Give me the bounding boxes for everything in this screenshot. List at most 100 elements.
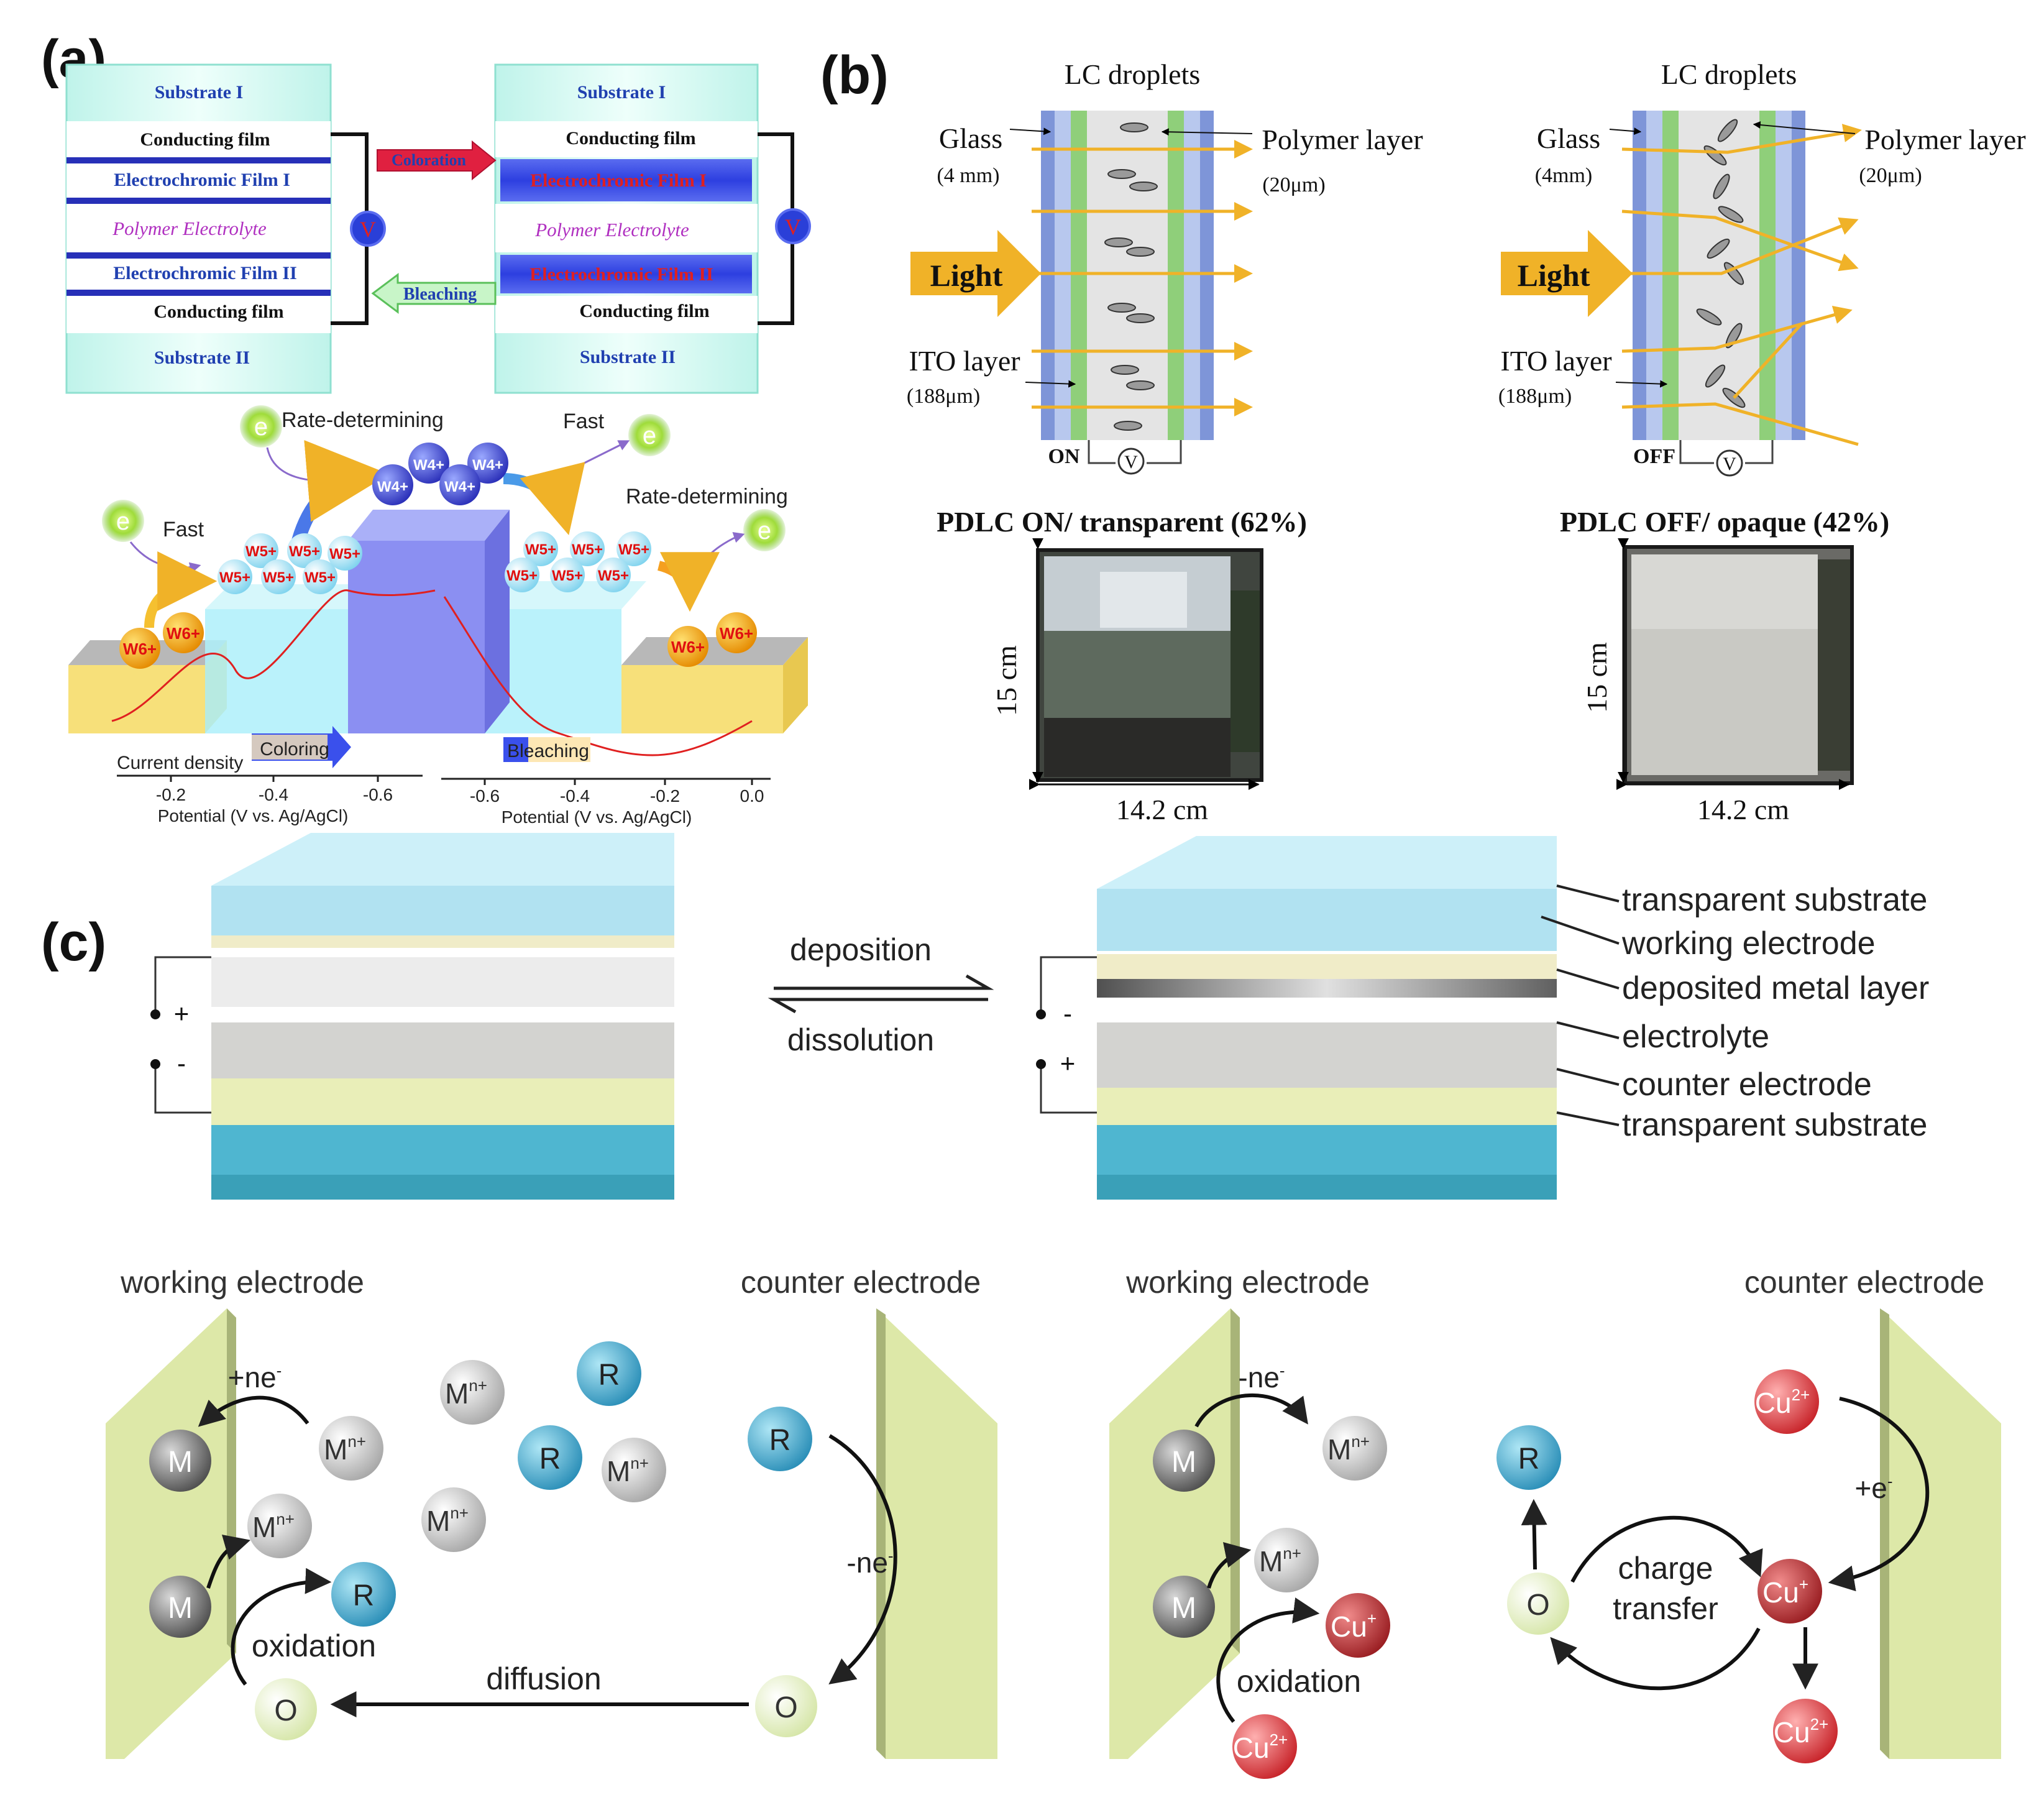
tick-label: -0.4	[560, 786, 590, 806]
metal-ion: Mn+	[602, 1438, 666, 1502]
svg-text:W5+: W5+	[219, 569, 250, 586]
w6-ion: W6+	[667, 626, 708, 667]
oxidation-arrow-small	[1207, 1542, 1252, 1589]
conducting-film-label: Conducting film	[140, 129, 270, 150]
svg-text:M: M	[1171, 1446, 1196, 1479]
width-dimension: 14.2 cm	[1697, 794, 1789, 825]
metal-atom: M	[149, 1576, 211, 1638]
w5-ion: W5+	[328, 536, 362, 571]
oxidation-arrow-top	[1194, 1394, 1308, 1428]
polymer-dim-label: (20μm)	[1859, 164, 1922, 187]
pdlc-cell-off: V	[1621, 111, 1862, 477]
svg-text:M: M	[168, 1446, 193, 1479]
svg-text:Cu+: Cu+	[1762, 1575, 1808, 1609]
w6-ion: W6+	[163, 612, 204, 653]
w5-ion: W5+	[616, 531, 651, 566]
svg-text:Mn+: Mn+	[324, 1432, 366, 1466]
ec-film-i-label: Electrochromic Film I	[114, 170, 290, 190]
svg-text:W4+: W4+	[472, 457, 503, 474]
coloration-arrow	[377, 140, 497, 181]
pdlc-off-caption: PDLC OFF/ opaque (42%)	[1560, 506, 1889, 538]
metal-ion: Mn+	[319, 1416, 383, 1481]
transfer-arrow	[657, 552, 720, 612]
layer-label: transparent substrate	[1622, 882, 1927, 918]
voltmeter-left	[350, 211, 386, 247]
metal-ion: Mn+	[1254, 1528, 1319, 1592]
svg-text:W5+: W5+	[305, 569, 336, 586]
plus-ne-label: +ne-	[228, 1361, 282, 1394]
conducting-film-label: Conducting film	[579, 301, 709, 321]
electron-icon: e	[743, 509, 786, 551]
rate-determining-label: Rate-determining	[282, 408, 444, 432]
w5-ion: W5+	[261, 559, 296, 594]
electron-path-arrow	[565, 440, 630, 474]
w5-ion: W5+	[303, 559, 337, 594]
svg-text:Mn+: Mn+	[445, 1376, 487, 1410]
oxidation-label: oxidation	[252, 1628, 376, 1663]
conducting-film-label: Conducting film	[154, 301, 283, 322]
reduction-arrow	[198, 1395, 309, 1427]
voltage-symbol: V	[1124, 452, 1138, 472]
svg-text:Mn+: Mn+	[607, 1454, 649, 1487]
w5-ion: W5+	[596, 558, 631, 592]
reduced-species: R	[748, 1407, 812, 1471]
on-label: ON	[1048, 445, 1080, 468]
diffusion-label: diffusion	[486, 1661, 601, 1696]
ec-film-i-label: Electrochromic Film I	[530, 170, 707, 191]
fast-label: Fast	[163, 518, 204, 541]
electron-icon: e	[628, 414, 671, 456]
svg-text:W6+: W6+	[720, 624, 753, 643]
photo-transparent-window	[1036, 548, 1263, 782]
minus-ne-label: -ne-	[846, 1546, 893, 1579]
tick-label: 0.0	[740, 786, 764, 806]
ito-layer-label: ITO layer	[909, 345, 1020, 377]
svg-text:Cu2+: Cu2+	[1755, 1385, 1810, 1419]
svg-text:Cu2+: Cu2+	[1774, 1715, 1828, 1748]
metal-ion: Mn+	[1322, 1416, 1387, 1481]
oxidized-species: O	[255, 1678, 317, 1740]
svg-text:W5+: W5+	[525, 541, 556, 558]
svg-text:R: R	[1518, 1443, 1540, 1476]
w4-ion: W4+	[467, 443, 508, 484]
reduced-species: R	[331, 1562, 396, 1627]
svg-text:Cu2+: Cu2+	[1233, 1730, 1288, 1764]
bleaching-label: Bleaching	[403, 285, 477, 304]
svg-text:Mn+: Mn+	[1327, 1432, 1370, 1466]
svg-text:W4+: W4+	[413, 457, 444, 474]
tick-label: -0.6	[470, 786, 500, 806]
voltmeter-symbol: V	[360, 217, 376, 242]
lc-droplets-label: LC droplets	[1661, 58, 1797, 90]
coloration-label: Coloration	[392, 151, 466, 169]
metal-atom: M	[149, 1430, 211, 1492]
counter-electrode-label: counter electrode	[1744, 1265, 1984, 1300]
photo-opaque-window	[1623, 545, 1854, 785]
electron-icon: e	[102, 500, 144, 542]
polymer-dim-label: (20μm)	[1262, 173, 1325, 196]
charge-transfer-label: transfer	[1613, 1591, 1718, 1626]
conducting-film-label: Conducting film	[566, 128, 695, 149]
off-label: OFF	[1633, 445, 1675, 468]
potential-axis-left: -0.2 -0.4 -0.6 Potential (V vs. Ag/AgCl)	[117, 774, 423, 825]
width-dimension: 14.2 cm	[1116, 794, 1208, 825]
svg-text:R: R	[353, 1579, 375, 1612]
charge-transfer-arrow-top	[1570, 1515, 1763, 1583]
deposition-arrow	[774, 974, 994, 990]
panel-label-c: (c)	[41, 912, 106, 972]
w6-ion: W6+	[119, 628, 160, 669]
layer-label: deposited metal layer	[1622, 970, 1929, 1006]
light-arrow	[1501, 230, 1633, 317]
svg-text:W5+: W5+	[245, 543, 277, 560]
svg-text:e: e	[254, 413, 268, 441]
ito-dim-label: (188μm)	[1498, 385, 1572, 408]
svg-text:e: e	[758, 517, 771, 544]
deposition-label: deposition	[790, 932, 932, 967]
layer-label-leaders	[1541, 884, 1620, 1126]
layer-label: working electrode	[1621, 925, 1876, 962]
copper-ion: Cu+	[1326, 1593, 1390, 1658]
ec-film-ii-label: Electrochromic Film II	[529, 264, 713, 285]
copper-ion: Cu2+	[1232, 1714, 1297, 1779]
reduced-species: R	[1496, 1425, 1561, 1490]
bleaching-tag-label: Bleaching	[507, 741, 589, 761]
reduction-up-arrow	[1521, 1499, 1547, 1570]
